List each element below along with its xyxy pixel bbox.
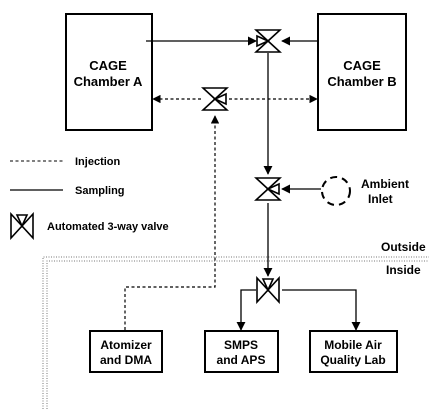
valve-middle bbox=[255, 177, 281, 201]
valve-injection bbox=[202, 87, 228, 111]
three-way-valve-icon bbox=[10, 213, 34, 239]
chamber-a-label-line2: Chamber A bbox=[74, 74, 143, 89]
injection-line-atomizer bbox=[124, 115, 220, 330]
atomizer-label-line1: Atomizer bbox=[100, 338, 152, 352]
valve-bottom bbox=[256, 277, 280, 303]
sampling-lines bbox=[146, 36, 361, 331]
ambient-inlet-label-line1: Ambient bbox=[361, 177, 409, 191]
legend-sampling-label: Sampling bbox=[75, 185, 125, 197]
smps-label-line2: and APS bbox=[217, 353, 266, 367]
valve-top bbox=[255, 29, 281, 53]
chamber-b-label-line1: CAGE bbox=[343, 58, 381, 73]
three-way-valve-icon bbox=[202, 87, 228, 111]
legend-injection-label: Injection bbox=[75, 156, 121, 168]
chamber-b: CAGE Chamber B bbox=[317, 13, 407, 131]
injection-lines bbox=[124, 94, 318, 330]
legend: Injection Sampling Automated 3-way valve bbox=[10, 156, 169, 239]
mobile-lab-label-line2: Quality Lab bbox=[320, 353, 385, 367]
three-way-valve-icon bbox=[255, 177, 281, 201]
smps-label-line1: SMPS bbox=[224, 338, 258, 352]
ambient-inlet-label-line2: Inlet bbox=[368, 192, 393, 206]
chamber-b-label-line2: Chamber B bbox=[327, 74, 396, 89]
chamber-a: CAGE Chamber A bbox=[65, 13, 153, 131]
inside-outside-boundary bbox=[42, 256, 429, 409]
ambient-inlet: Ambient Inlet bbox=[321, 176, 409, 206]
sampling-line-to-smps bbox=[236, 289, 256, 331]
sampling-line-to-mobile-lab bbox=[282, 289, 361, 331]
three-way-valve-icon bbox=[255, 29, 281, 53]
atomizer-box: Atomizer and DMA bbox=[89, 330, 163, 373]
inside-label: Inside bbox=[386, 263, 421, 277]
ambient-inlet-icon bbox=[321, 176, 351, 206]
atomizer-label-line2: and DMA bbox=[100, 353, 152, 367]
smps-box: SMPS and APS bbox=[204, 330, 279, 373]
chamber-a-label-line1: CAGE bbox=[89, 58, 127, 73]
legend-valve-label: Automated 3-way valve bbox=[47, 221, 169, 233]
mobile-lab-box: Mobile Air Quality Lab bbox=[309, 330, 398, 373]
outside-label: Outside bbox=[381, 240, 426, 254]
mobile-lab-label-line1: Mobile Air bbox=[324, 338, 382, 352]
three-way-valve-icon bbox=[256, 277, 280, 303]
